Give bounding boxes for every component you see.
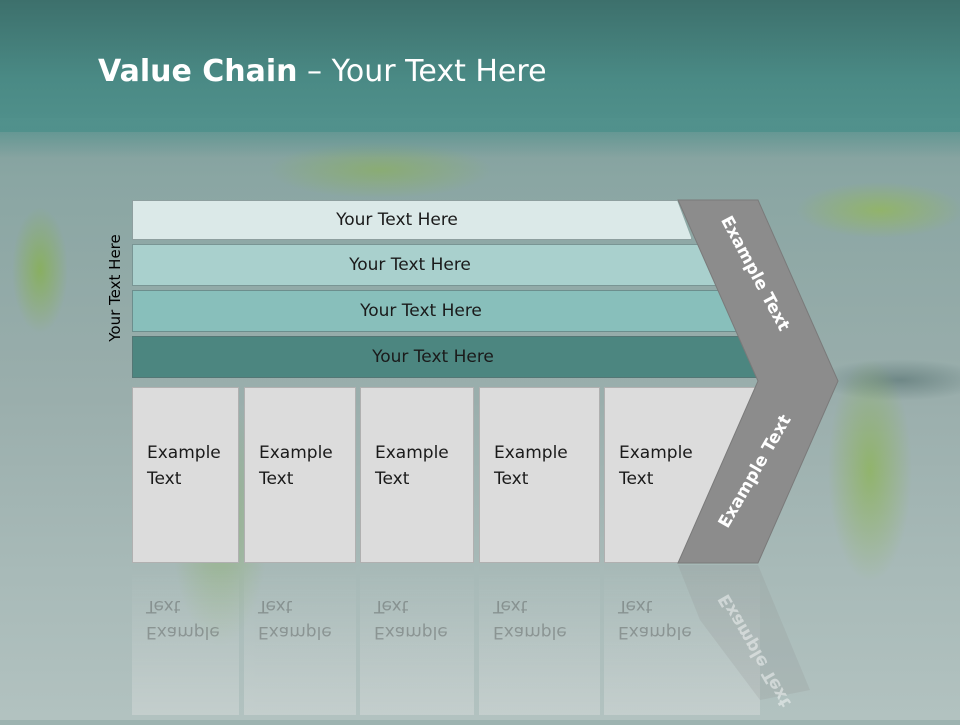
slide-title-rest: – Your Text Here (297, 54, 547, 89)
reflection-2: Example Text (244, 565, 356, 715)
reflection-2-line1: Example (258, 622, 332, 642)
support-bar-4[interactable]: Your Text Here (132, 336, 764, 378)
reflection-1-line2: Text (146, 596, 181, 616)
primary-box-5-line1: Example (619, 443, 693, 463)
title-banner-fade (0, 118, 960, 158)
slide-title-bold: Value Chain (98, 54, 298, 89)
primary-box-2-line2: Text (259, 469, 294, 489)
reflection-2-line2: Text (258, 596, 293, 616)
support-bar-1-label: Your Text Here (336, 210, 458, 230)
primary-box-4-line2: Text (494, 469, 529, 489)
primary-box-3-line2: Text (375, 469, 410, 489)
support-bar-2[interactable]: Your Text Here (132, 244, 718, 286)
reflection-4-line1: Example (493, 622, 567, 642)
primary-box-4-line1: Example (494, 443, 568, 463)
reflection-4-line2: Text (493, 596, 528, 616)
support-bar-3[interactable]: Your Text Here (132, 290, 740, 332)
reflection-4: Example Text (479, 565, 600, 715)
primary-box-1-line1: Example (147, 443, 221, 463)
reflection-3-line2: Text (374, 596, 409, 616)
support-bar-2-label: Your Text Here (349, 255, 471, 275)
reflection-3: Example Text (360, 565, 474, 715)
reflection-1: Example Text (132, 565, 239, 715)
primary-box-1-line2: Text (147, 469, 182, 489)
primary-box-3-line1: Example (375, 443, 449, 463)
reflection-3-line1: Example (374, 622, 448, 642)
support-bar-3-label: Your Text Here (360, 301, 482, 321)
support-bar-4-label: Your Text Here (372, 347, 494, 367)
side-label[interactable]: Your Text Here (106, 234, 124, 342)
support-bar-1[interactable]: Your Text Here (132, 200, 692, 240)
title-banner (0, 0, 960, 132)
slide-title[interactable]: Value Chain – Your Text Here (98, 54, 547, 89)
primary-box-2-line1: Example (259, 443, 333, 463)
reflection-1-line1: Example (146, 622, 220, 642)
primary-box-5-line2: Text (619, 469, 654, 489)
